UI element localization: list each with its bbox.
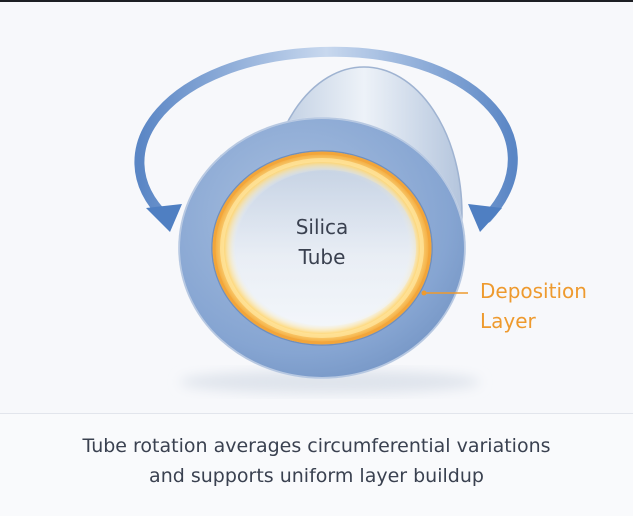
tube-rotation-diagram: Silica Tube Deposition Layer	[134, 46, 587, 394]
tube-inner-depth	[236, 170, 416, 326]
caption-line1: Tube rotation averages circumferential v…	[82, 435, 551, 457]
rotation-arrowhead-left	[146, 204, 182, 232]
tube-label-line1: Silica	[296, 215, 349, 239]
deposition-label-line1: Deposition	[480, 279, 587, 303]
rotation-arrowhead-right	[468, 204, 502, 232]
rotation-arrow-icon	[134, 46, 518, 232]
tube-label-line2: Tube	[298, 245, 346, 269]
caption-line2: and supports uniform layer buildup	[149, 465, 484, 487]
top-edge-line	[0, 0, 633, 2]
caption-panel	[0, 414, 633, 516]
tube-shadow	[180, 370, 480, 394]
deposition-pointer-dot	[421, 290, 427, 296]
deposition-label-line2: Layer	[480, 309, 537, 333]
divider	[0, 413, 633, 414]
